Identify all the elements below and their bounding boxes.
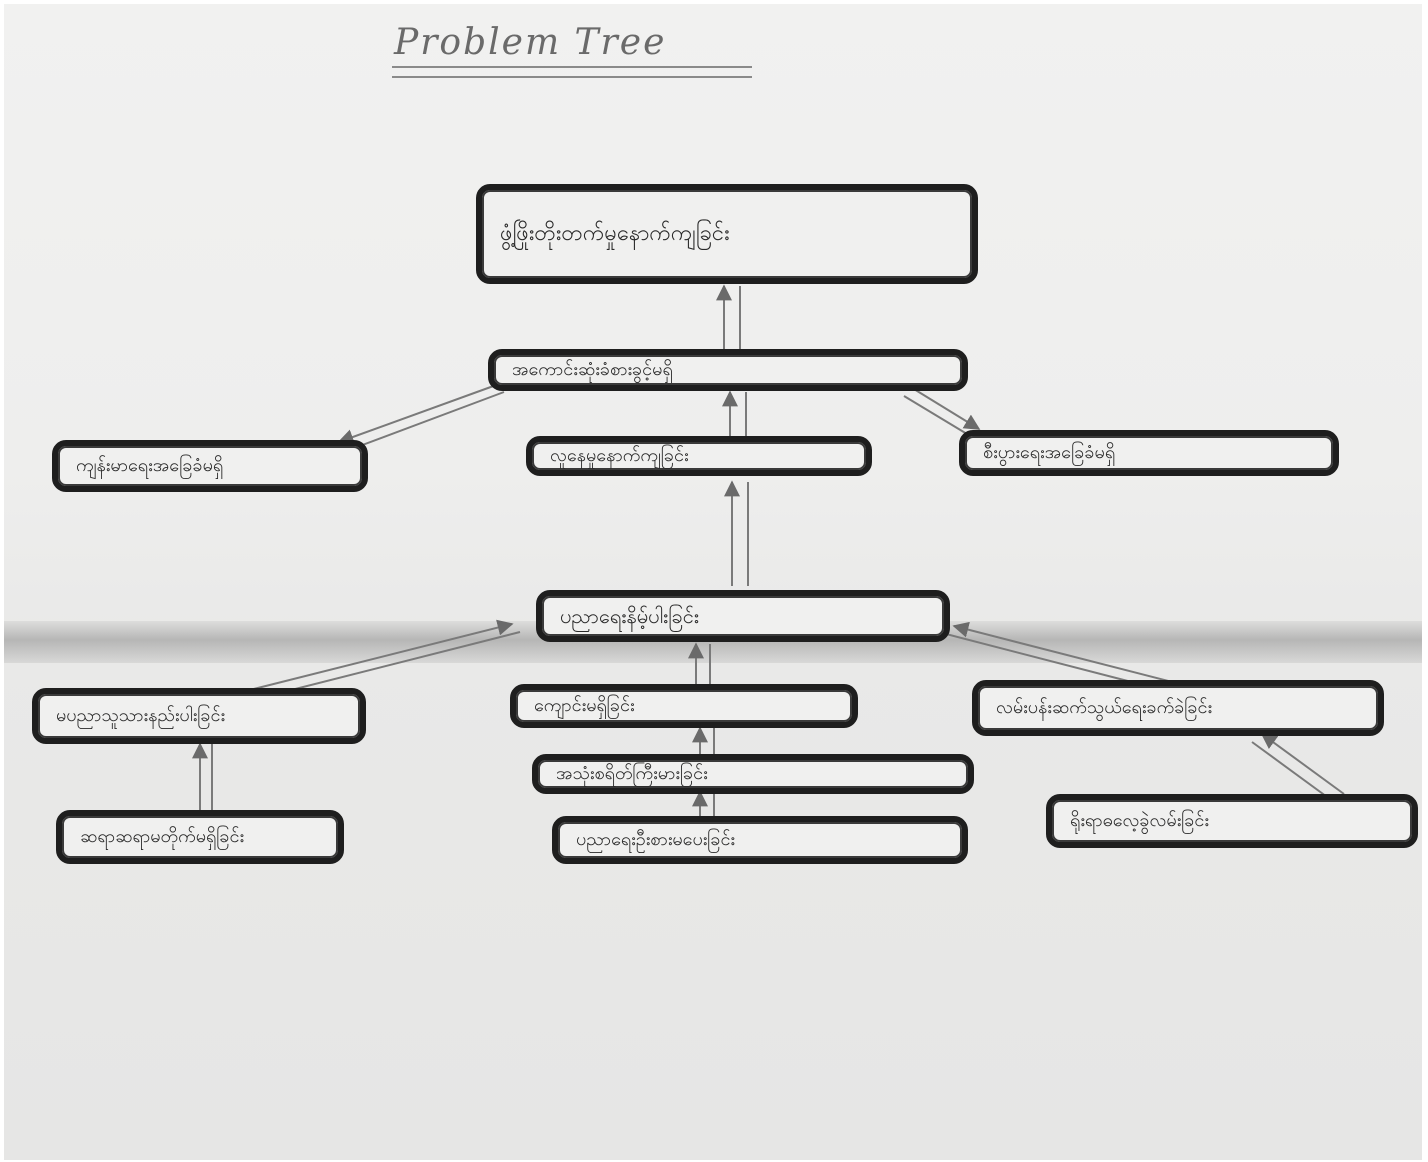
node-root-left-label: ဆရာဆရာမတိုက်မရှိခြင်း bbox=[80, 825, 245, 847]
node-root-mid-label: ပညာရေးဦးစားမပေးခြင်း bbox=[576, 828, 735, 850]
node-root-right: ရိုးရာဓလေ့ခွဲလမ်းခြင်း bbox=[1046, 794, 1418, 848]
node-cause-mid2: အသုံးစရိတ်ကြီးမားခြင်း bbox=[532, 754, 974, 794]
node-effect-left-label: ကျန်းမာရေးအခြေခံမရှိ bbox=[76, 454, 224, 476]
node-root-mid: ပညာရေးဦးစားမပေးခြင်း bbox=[552, 816, 968, 864]
title-underline bbox=[392, 66, 752, 78]
arrow-root-right-to-cause-b bbox=[1251, 741, 1335, 803]
paper-sheet: Problem Tree bbox=[4, 4, 1422, 1160]
node-cause-mid-label: ကျောင်းမရှိခြင်း bbox=[534, 694, 635, 716]
node-root-left: ဆရာဆရာမတိုက်မရှိခြင်း bbox=[56, 810, 344, 864]
arrow-effect-to-left-a bbox=[337, 383, 500, 445]
arrow-root-right-to-cause-a bbox=[1260, 733, 1345, 795]
arrow-effect-to-right-a bbox=[908, 385, 981, 430]
node-core-problem-label: ပညာရေးနိမ့်ပါးခြင်း bbox=[560, 603, 699, 628]
node-cause-mid: ကျောင်းမရှိခြင်း bbox=[510, 684, 858, 728]
node-cause-mid2-label: အသုံးစရိတ်ကြီးမားခြင်း bbox=[556, 762, 708, 784]
arrow-cause-left-to-core-a bbox=[233, 619, 514, 695]
node-effect-right-label: စီးပွားရေးအခြေခံမရှိ bbox=[983, 441, 1116, 463]
node-cause-right-label: လမ်းပန်းဆက်သွယ်ရေးခက်ခဲခြင်း bbox=[996, 696, 1213, 718]
node-core-problem: ပညာရေးနိမ့်ပါးခြင်း bbox=[536, 590, 950, 642]
diagram-title: Problem Tree bbox=[394, 22, 667, 63]
node-effect-right: စီးပွားရေးအခြေခံမရှိ bbox=[959, 430, 1339, 476]
node-cause-left: မပညာသူသားနည်းပါးခြင်း bbox=[32, 688, 366, 744]
node-root-right-label: ရိုးရာဓလေ့ခွဲလမ်းခြင်း bbox=[1070, 809, 1209, 831]
node-effect-mid: လူနေမှုနောက်ကျခြင်း bbox=[526, 436, 872, 476]
node-cause-left-label: မပညာသူသားနည်းပါးခြင်း bbox=[56, 704, 226, 726]
node-core-effect-label: အကောင်းဆုံးခံစားခွင့်မရှိ bbox=[512, 358, 673, 380]
node-top-effect: ဖွံ့ဖြိုးတိုးတက်မှုနောက်ကျခြင်း bbox=[476, 184, 978, 284]
arrow-effect-to-left-b bbox=[348, 391, 505, 451]
arrow-effect-to-right-b bbox=[903, 395, 973, 438]
connector-layer bbox=[192, 284, 1345, 816]
node-core-effect: အကောင်းဆုံးခံစားခွင့်မရှိ bbox=[488, 349, 968, 391]
node-effect-mid-label: လူနေမှုနောက်ကျခြင်း bbox=[550, 444, 689, 466]
node-cause-right: လမ်းပန်းဆက်သွယ်ရေးခက်ခဲခြင်း bbox=[972, 680, 1384, 736]
node-top-effect-label: ဖွံ့ဖြိုးတိုးတက်မှုနောက်ကျခြင်း bbox=[500, 221, 730, 247]
node-effect-left: ကျန်းမာရေးအခြေခံမရှိ bbox=[52, 440, 368, 492]
